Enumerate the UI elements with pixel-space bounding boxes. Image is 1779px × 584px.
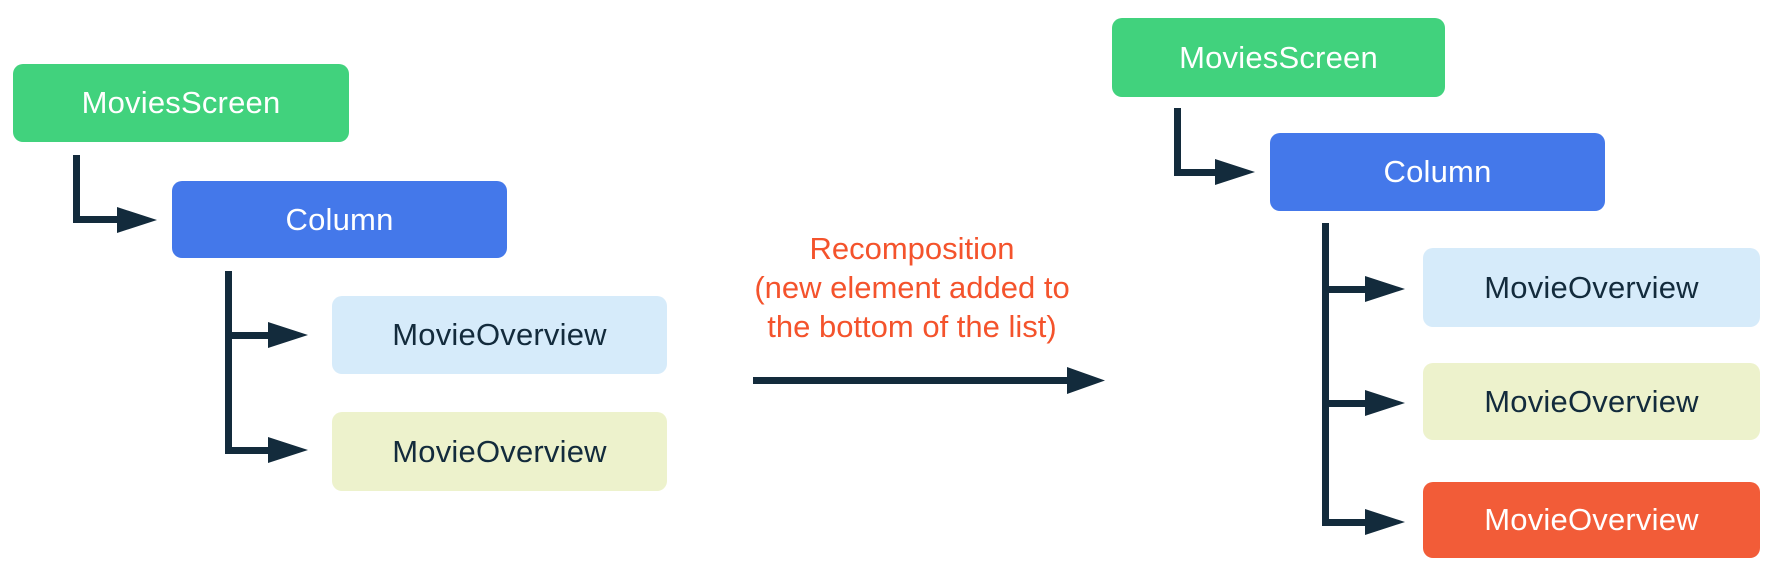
right-movieoverview-node-2: MovieOverview <box>1423 363 1760 440</box>
recomposition-annotation: Recomposition (new element added to the … <box>612 229 1212 346</box>
connector-line <box>1321 518 1365 526</box>
arrowhead-icon <box>117 206 157 233</box>
right-root-node: MoviesScreen <box>1112 18 1445 97</box>
arrowhead-icon <box>268 437 308 463</box>
annotation-line-1: Recomposition <box>809 231 1015 266</box>
right-movieoverview-node-3-new: MovieOverview <box>1423 482 1760 558</box>
right-column-node: Column <box>1270 133 1605 211</box>
arrowhead-icon <box>1365 509 1405 535</box>
connector-line <box>1321 223 1329 526</box>
connector-line <box>72 155 80 223</box>
left-root-node: MoviesScreen <box>13 64 349 142</box>
annotation-line-2: (new element added to <box>754 270 1070 305</box>
connector-line <box>225 331 268 339</box>
left-column-node: Column <box>172 181 507 258</box>
connector-line <box>1173 108 1181 176</box>
arrowhead-icon <box>1215 159 1255 185</box>
transition-arrow-line <box>753 376 1067 384</box>
connector-line <box>225 446 268 454</box>
right-movieoverview-node-1: MovieOverview <box>1423 248 1760 327</box>
connector-line <box>225 271 232 454</box>
left-movieoverview-node-1: MovieOverview <box>332 296 667 374</box>
transition-arrowhead-icon <box>1067 366 1105 394</box>
arrowhead-icon <box>1365 276 1405 302</box>
connector-line <box>1321 285 1365 293</box>
arrowhead-icon <box>268 322 308 348</box>
connector-line <box>72 216 118 223</box>
annotation-line-3: the bottom of the list) <box>767 309 1057 344</box>
connector-line <box>1321 399 1365 407</box>
left-movieoverview-node-2: MovieOverview <box>332 412 667 491</box>
connector-line <box>1173 168 1216 176</box>
arrowhead-icon <box>1365 390 1405 416</box>
